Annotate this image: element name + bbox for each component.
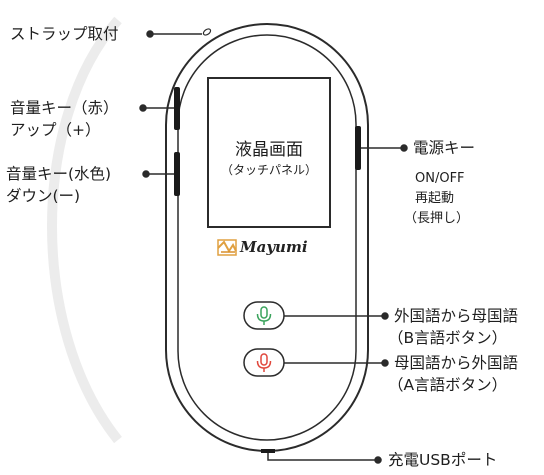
power-key[interactable] (355, 126, 361, 170)
label-volume-up-2: アップ（+） (10, 121, 101, 139)
label-volume-down-2: ダウン(ー) (6, 187, 81, 205)
screen-label: 液晶画面 (235, 140, 303, 160)
label-power: 電源キー (413, 139, 476, 157)
background-arc (47, 16, 122, 444)
leader-dot-volume-up (139, 104, 147, 112)
leader-dot-volume-down (142, 170, 150, 178)
usb-port (261, 449, 275, 453)
leader-dot-power (400, 144, 408, 152)
volume-up-key[interactable] (174, 87, 180, 130)
label-usb: 充電USBポート (388, 451, 498, 469)
label-power-desc-2: 再起動 (415, 191, 455, 206)
brand-logo-text: Mayumi (240, 238, 308, 256)
label-volume-up-1: 音量キー（赤） (10, 99, 119, 117)
device-inner-shell (177, 34, 357, 441)
label-power-desc-1: ON/OFF (415, 171, 465, 186)
microphone-icon (256, 306, 272, 325)
leader-dot-b-button (381, 312, 389, 320)
label-power-desc-3: （長押し） (404, 211, 470, 226)
strap-hole (202, 28, 212, 36)
leader-dot-a-button (381, 359, 389, 367)
leader-usb (267, 453, 376, 461)
label-volume-down-1: 音量キー(水色) (6, 165, 112, 183)
leader-dot-usb (374, 456, 382, 464)
mayumi-logo-icon (217, 239, 237, 256)
lcd-screen[interactable] (207, 77, 331, 228)
microphone-icon (256, 353, 272, 372)
label-strap: ストラップ取付 (10, 25, 119, 43)
leader-dot-strap (146, 30, 154, 38)
label-a-button-2: （A言語ボタン） (388, 376, 508, 394)
screen-sublabel: （タッチパネル） (220, 163, 317, 177)
label-a-button-1: 母国語から外国語 (394, 354, 519, 372)
label-b-button-1: 外国語から母国語 (394, 307, 519, 325)
volume-down-key[interactable] (174, 152, 180, 196)
label-b-button-2: （B言語ボタン） (388, 329, 508, 347)
